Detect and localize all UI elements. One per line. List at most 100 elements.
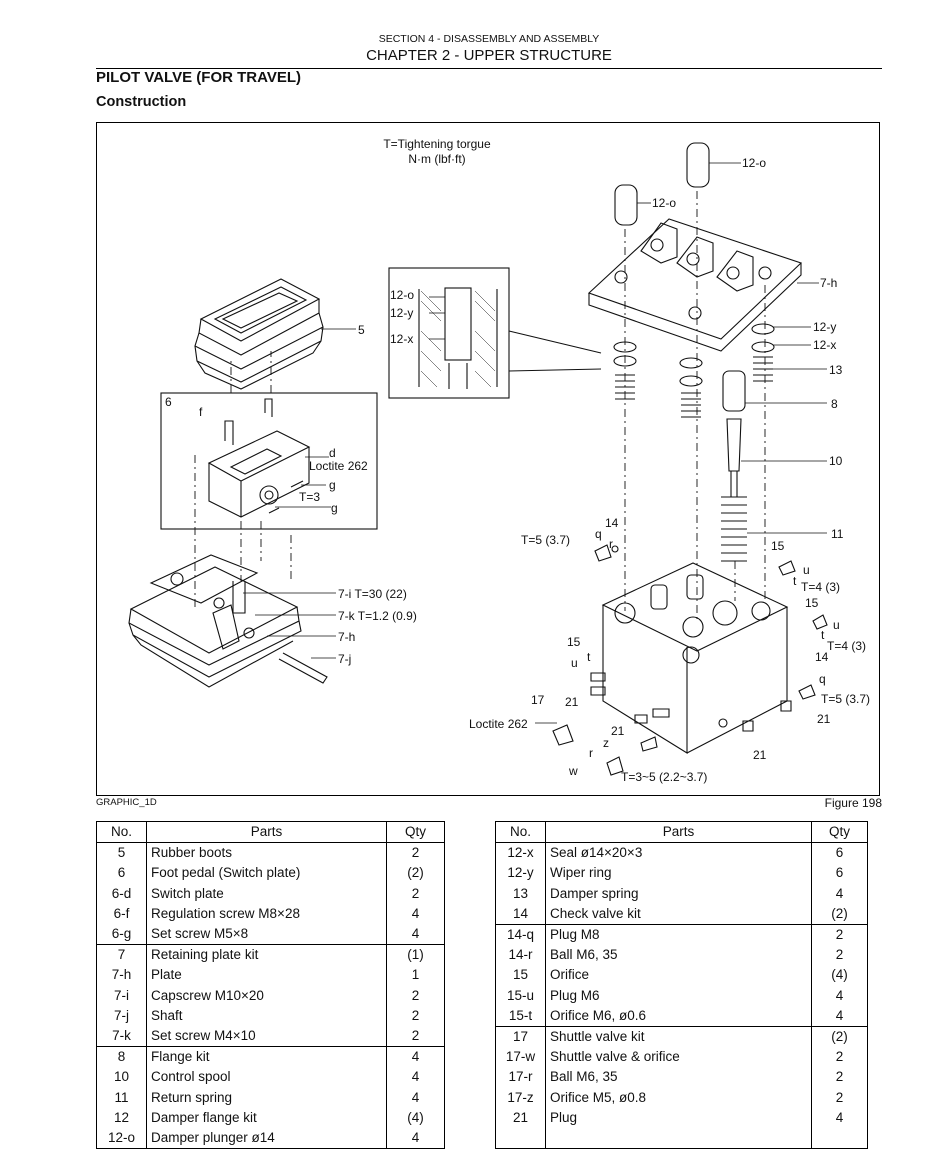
callout-14-q: q bbox=[819, 672, 826, 686]
callout-6-g: g bbox=[329, 478, 336, 492]
callout-12-x: 12-x bbox=[813, 338, 836, 352]
part-name: Retaining plate kit bbox=[146, 944, 387, 966]
part-name: Capscrew M10×20 bbox=[146, 985, 387, 1006]
chapter-header: CHAPTER 2 - UPPER STRUCTURE bbox=[366, 47, 612, 64]
torque-note-line1: T=Tightening torgue bbox=[383, 137, 491, 151]
part-qty: (2) bbox=[386, 863, 445, 884]
part-qty: 4 bbox=[811, 883, 868, 904]
part-no: 10 bbox=[96, 1067, 147, 1088]
part-qty: 4 bbox=[386, 1067, 445, 1088]
part-no: 7 bbox=[96, 944, 147, 966]
part-qty: 2 bbox=[811, 945, 868, 966]
part-qty: 4 bbox=[386, 1128, 445, 1150]
page-title: PILOT VALVE (FOR TRAVEL) bbox=[96, 69, 301, 86]
part-name: Shuttle valve kit bbox=[545, 1026, 812, 1048]
part-qty: 2 bbox=[811, 1067, 868, 1088]
part-no: 13 bbox=[495, 883, 546, 904]
part-no: 5 bbox=[96, 842, 147, 864]
part-qty: (2) bbox=[811, 903, 868, 925]
col-header-qty: Qty bbox=[811, 820, 868, 844]
part-qty bbox=[811, 1128, 868, 1150]
callout-torque-5: T=5 (3.7) bbox=[521, 533, 570, 547]
part-no: 17 bbox=[495, 1026, 546, 1048]
part-no: 6-f bbox=[96, 903, 147, 925]
callout-21: 21 bbox=[565, 695, 579, 709]
switch-plate-drawing bbox=[207, 398, 311, 518]
part-no: 7-j bbox=[96, 1005, 147, 1027]
part-no: 6-g bbox=[96, 924, 147, 945]
part-qty: 6 bbox=[811, 863, 868, 884]
table-row bbox=[495, 1128, 868, 1150]
part-qty: 4 bbox=[811, 985, 868, 1006]
callout-torque-3-5: T=3~5 (2.2~3.7) bbox=[621, 770, 707, 784]
part-name: Plug bbox=[545, 1107, 812, 1129]
part-name: Flange kit bbox=[146, 1046, 387, 1068]
part-no: 12-o bbox=[96, 1128, 147, 1150]
part-qty: 1 bbox=[386, 965, 445, 986]
part-qty: 4 bbox=[386, 1046, 445, 1068]
part-no: 17-w bbox=[495, 1047, 546, 1068]
part-name: Foot pedal (Switch plate) bbox=[146, 863, 387, 884]
part-name: Rubber boots bbox=[146, 842, 387, 864]
callout-15-t: t bbox=[821, 628, 825, 642]
callout-7-k: 7-k T=1.2 (0.9) bbox=[338, 609, 417, 623]
callout-15-u: u bbox=[571, 656, 578, 670]
part-qty: 4 bbox=[811, 1005, 868, 1027]
rubber-boot-drawing bbox=[194, 278, 324, 390]
header-rule bbox=[96, 68, 882, 69]
part-name: Set screw M4×10 bbox=[146, 1026, 387, 1047]
part-no: 6-d bbox=[96, 883, 147, 904]
part-name: Ball M6, 35 bbox=[545, 945, 812, 966]
part-no: 17-r bbox=[495, 1067, 546, 1088]
callout-21: 21 bbox=[753, 748, 767, 762]
part-no: 7-h bbox=[96, 965, 147, 986]
exploded-view-drawing: T=Tightening torgue N·m (lbf·ft) 12-o 12… bbox=[128, 137, 870, 784]
callout-7-h: 7-h bbox=[338, 630, 355, 644]
valve-body-drawing bbox=[601, 562, 789, 754]
part-name: Damper plunger ø14 bbox=[146, 1128, 387, 1150]
callout-12-o: 12-o bbox=[652, 196, 676, 210]
part-name: Damper flange kit bbox=[146, 1107, 387, 1129]
part-qty: (2) bbox=[811, 1026, 868, 1048]
part-no: 11 bbox=[96, 1087, 147, 1108]
graphic-code: GRAPHIC_1D bbox=[96, 797, 157, 808]
part-qty: 2 bbox=[386, 1005, 445, 1027]
callout-21: 21 bbox=[611, 724, 625, 738]
part-name: Shuttle valve & orifice bbox=[545, 1047, 812, 1068]
callout-15: 15 bbox=[567, 635, 581, 649]
part-name: Shaft bbox=[146, 1005, 387, 1027]
part-qty: 2 bbox=[811, 924, 868, 946]
part-name: Orifice M6, ø0.6 bbox=[545, 1005, 812, 1027]
callout-15-t: t bbox=[793, 574, 797, 588]
part-name: Plug M8 bbox=[545, 924, 812, 946]
callout-8: 8 bbox=[831, 397, 838, 411]
callout-14: 14 bbox=[815, 650, 829, 664]
damper-spring-drawing bbox=[615, 356, 773, 418]
callout-loctite: Loctite 262 bbox=[469, 717, 528, 731]
part-no: 12-x bbox=[495, 842, 546, 864]
callout-torque-4: T=4 (3) bbox=[827, 639, 866, 653]
part-name: Seal ø14×20×3 bbox=[545, 842, 812, 864]
part-no: 8 bbox=[96, 1046, 147, 1068]
inset-callout-12-o: 12-o bbox=[390, 288, 414, 302]
part-name: Wiper ring bbox=[545, 863, 812, 884]
col-header-parts: Parts bbox=[545, 820, 812, 844]
callout-6-d: d bbox=[329, 446, 336, 460]
callout-14: 14 bbox=[605, 516, 619, 530]
part-name: Plate bbox=[146, 965, 387, 986]
part-qty: 4 bbox=[811, 1107, 868, 1129]
part-name: Damper spring bbox=[545, 883, 812, 904]
